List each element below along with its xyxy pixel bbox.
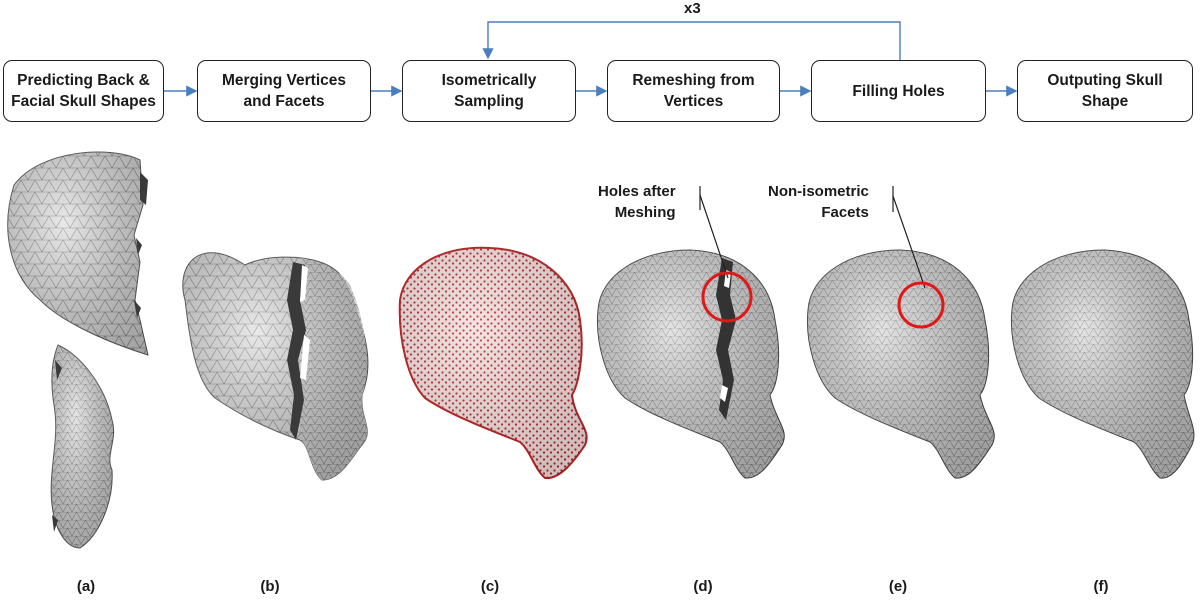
skull-remeshed-mesh — [596, 249, 785, 479]
step-merging-box: Merging Vertices and Facets — [197, 60, 371, 122]
step-remeshing-box: Remeshing from Vertices — [607, 60, 780, 122]
facets-highlight-circle — [897, 281, 945, 329]
non-isometric-annotation: Non-isometric Facets — [768, 183, 869, 221]
holes-annotation: Holes after Meshing — [598, 183, 676, 221]
panel-label-b: (b) — [260, 578, 280, 595]
panel-label-e: (e) — [888, 578, 908, 595]
holes-leader-line — [699, 194, 729, 279]
facets-leader-line — [892, 195, 926, 289]
panel-label-f: (f) — [1093, 578, 1109, 595]
panel-label-d: (d) — [693, 578, 713, 595]
loop-arrow — [482, 21, 901, 60]
step-sampling-box: Isometrically Sampling — [402, 60, 576, 122]
skull-filled-mesh — [806, 249, 995, 479]
skull-point-cloud — [398, 246, 588, 480]
step-predicting-box: Predicting Back & Facial Skull Shapes — [3, 60, 164, 122]
holes-highlight-circle — [701, 271, 753, 323]
skull-output-mesh — [1010, 249, 1195, 479]
step-output-box: Outputing Skull Shape — [1017, 60, 1193, 122]
skull-face-mesh — [50, 344, 115, 549]
panel-label-a: (a) — [76, 578, 96, 595]
step-filling-box: Filling Holes — [811, 60, 986, 122]
loop-count-label: x3 — [684, 0, 701, 17]
panel-label-c: (c) — [480, 578, 500, 595]
skull-merged-mesh — [182, 252, 369, 481]
skull-back-mesh — [7, 151, 149, 356]
